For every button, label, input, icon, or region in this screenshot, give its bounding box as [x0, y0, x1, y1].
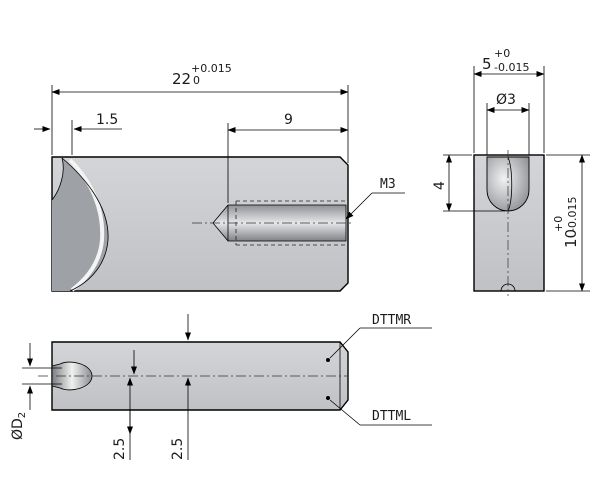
label-dttml: DTTML	[372, 409, 411, 424]
side-depth-dim: 4	[432, 181, 448, 190]
side-width-upper-tol: +0	[494, 47, 510, 60]
offset-dim: 1.5	[96, 112, 118, 128]
label-dttmr: DTTMR	[372, 313, 411, 328]
side-height-upper-tol: +0	[552, 216, 565, 232]
top-pin	[51, 361, 93, 391]
top-diameter-sub: 2	[17, 412, 28, 418]
side-width-lower-tol: -0.015	[494, 61, 529, 74]
side-hole	[486, 156, 530, 212]
side-hole-dim: Ø3	[496, 92, 516, 108]
top-offset-dim-b: 2.5	[170, 438, 186, 460]
side-height-lower-tol: -0.015	[566, 197, 579, 232]
side-view: 5 +0 -0.015 Ø3 4 10 +0 -0.015	[432, 47, 590, 296]
front-view: 22 +0.015 0 1.5 9 M3	[34, 62, 405, 292]
top-diameter-label: ØD	[10, 418, 26, 440]
side-height-nominal: 10	[562, 229, 580, 248]
thread-label: M3	[380, 177, 396, 192]
side-width-nominal: 5	[482, 55, 492, 73]
top-offset-dim-a: 2.5	[112, 438, 128, 460]
top-diameter-dim: ØD2	[10, 412, 28, 440]
length-dim-nominal: 22	[172, 70, 191, 88]
length-dim-upper-tol: +0.015	[191, 62, 232, 75]
thread-depth-dim: 9	[284, 112, 293, 128]
front-curved-relief	[52, 158, 109, 291]
front-curved-highlight	[68, 158, 105, 292]
length-dim-lower-tol: 0	[193, 74, 200, 87]
top-view: ØD2 2.5 2.5 DTTMR DTTML	[10, 313, 432, 460]
